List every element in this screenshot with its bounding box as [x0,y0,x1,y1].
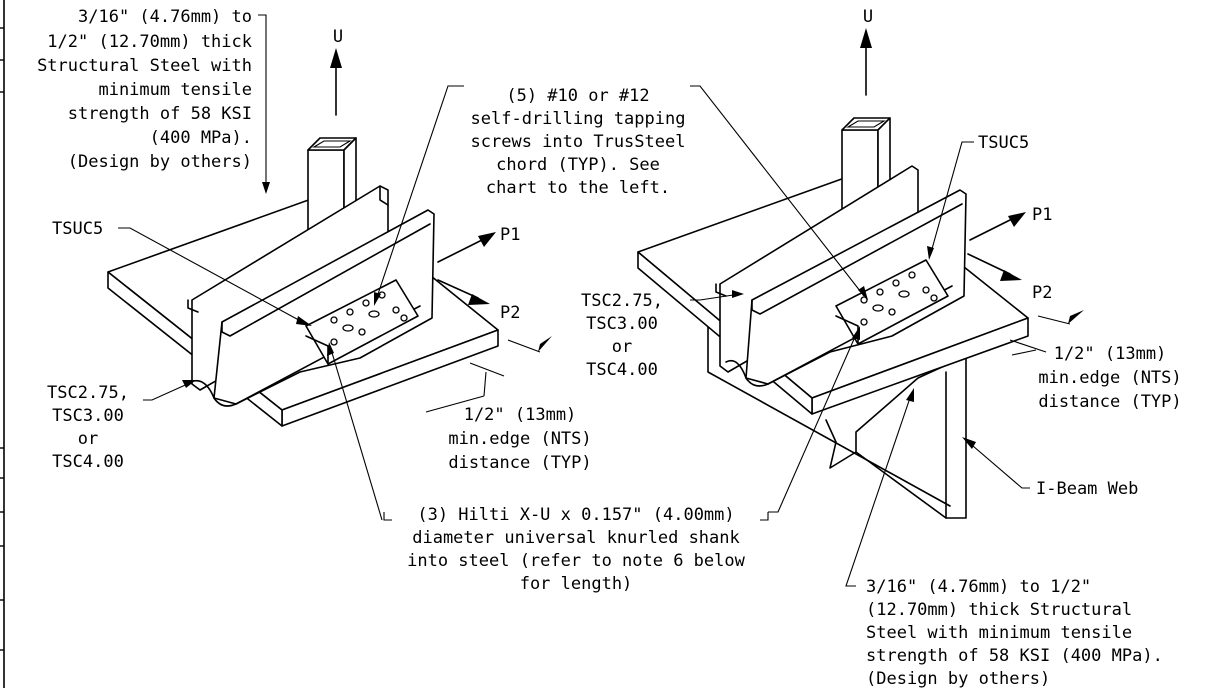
right-steel-note-line: 3/16" (4.76mm) to 1/2" [866,577,1091,597]
right-steel-note-line: (12.70mm) thick Structural [866,600,1132,620]
left-u-label: U [333,27,343,47]
right-chord-note-line: TSC4.00 [586,360,658,380]
right-leaders [690,85,1030,587]
right-detail-ibeam-connection [637,28,1084,587]
left-steel-note-line: minimum tensile [98,80,252,100]
right-chord-note-line: TSC2.75, [581,291,663,311]
left-chord-note-line: TSC3.00 [52,406,124,426]
hilti-note-line: diameter universal knurled shank [412,528,740,548]
hilti-leader-right [760,512,769,521]
right-u-label: U [863,7,873,27]
right-p1-arrow [969,212,1026,241]
left-uplift-arrow [330,48,342,116]
hilti-note-line: for length) [520,574,633,594]
right-edge-dimension [1009,310,1084,356]
screws-note-line: screws into TrusSteel [471,132,686,152]
left-p1-label: P1 [500,225,520,245]
hilti-note: (3) Hilti X-U x 0.157" (4.00mm) diameter… [407,505,746,594]
left-steel-note: 3/16" (4.76mm) to 1/2" (12.70mm) thick S… [37,7,252,172]
ibeam-web-label: I-Beam Web [1036,479,1138,499]
screws-note-line: chord (TYP). See [496,155,660,175]
left-p2-label: P2 [500,303,520,323]
right-steel-note-line: (Design by others) [866,669,1050,688]
left-chord-note-line: TSC2.75, [47,383,129,403]
right-steel-note: 3/16" (4.76mm) to 1/2" (12.70mm) thick S… [866,577,1163,688]
right-tsuc5-label: TSUC5 [978,133,1029,153]
left-steel-note-line: (400 MPa). [150,128,252,148]
left-p1-arrow [437,232,496,263]
hilti-note-line: into steel (refer to note 6 below [407,551,746,571]
left-detail-plate-connection [107,14,552,521]
right-chord-note-line: TSC3.00 [586,314,658,334]
left-clip-screw-holes [330,291,408,346]
right-clip-screw-holes [860,271,938,326]
sheet-border [0,0,5,688]
right-steel-note-line: Steel with minimum tensile [866,623,1132,643]
left-edge-note-line: distance (TYP) [448,453,591,473]
left-edge-note: 1/2" (13mm) min.edge (NTS) distance (TYP… [448,405,591,473]
hilti-leader-left [383,512,392,521]
left-p2-arrow [437,279,490,305]
screws-note: (5) #10 or #12 self-drilling tapping scr… [471,86,686,198]
left-chord-note: TSC2.75, TSC3.00 or TSC4.00 [47,383,129,472]
left-edge-note-line: min.edge (NTS) [448,429,591,449]
right-p2-label: P2 [1032,283,1052,303]
right-edge-note-line: distance (TYP) [1038,392,1181,412]
left-front-chord [213,209,435,405]
hilti-note-line: (3) Hilti X-U x 0.157" (4.00mm) [417,505,734,525]
right-edge-note-line: min.edge (NTS) [1038,368,1181,388]
left-steel-note-line: 3/16" (4.76mm) to [78,7,252,27]
screws-note-line: self-drilling tapping [471,109,686,129]
right-p1-label: P1 [1032,205,1052,225]
screws-note-line: chart to the left. [486,178,670,198]
right-edge-note-line: 1/2" (13mm) [1054,344,1167,364]
right-chord-note-line: or [612,337,632,357]
right-p2-arrow [967,253,1022,281]
right-front-chord [745,189,967,385]
left-steel-note-line: (Design by others) [68,152,252,172]
left-leaders [118,14,464,521]
right-uplift-arrow [860,28,872,96]
left-tsuc5-label: TSUC5 [52,219,103,239]
right-steel-note-line: strength of 58 KSI (400 MPa). [866,646,1163,666]
left-steel-note-line: strength of 58 KSI [68,104,252,124]
left-edge-dimension [425,336,552,413]
left-steel-note-line: 1/2" (12.70mm) thick [47,32,252,52]
left-edge-note-line: 1/2" (13mm) [464,405,577,425]
right-chord-note: TSC2.75, TSC3.00 or TSC4.00 [581,291,663,380]
left-chord-note-line: TSC4.00 [52,452,124,472]
right-edge-note: 1/2" (13mm) min.edge (NTS) distance (TYP… [1038,344,1181,412]
left-chord-note-line: or [78,429,98,449]
screws-note-line: (5) #10 or #12 [506,86,649,106]
left-steel-note-line: Structural Steel with [37,56,252,76]
